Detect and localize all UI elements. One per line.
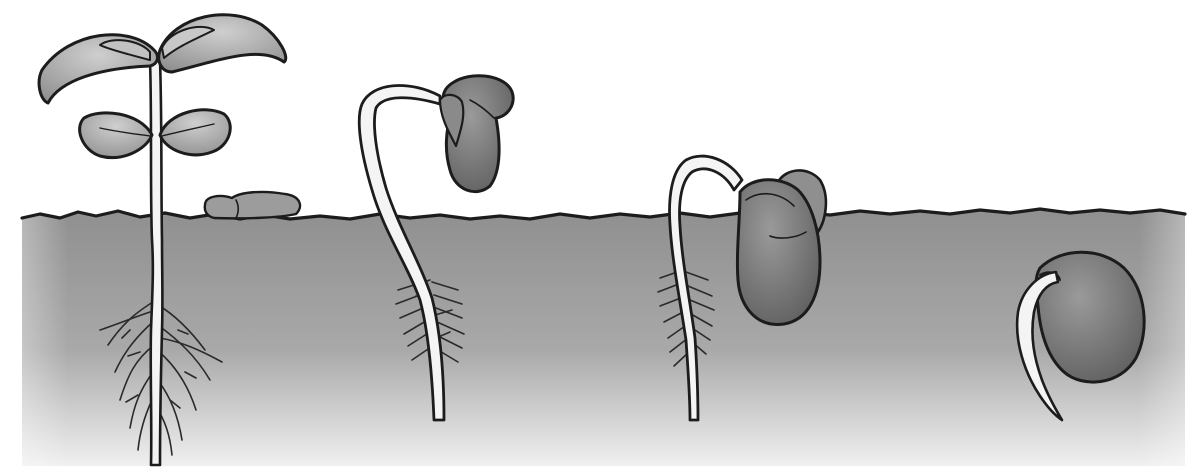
seedling-1-seed-coat — [205, 192, 300, 218]
seedling-1-stem — [150, 60, 162, 465]
seedling-1-lower-right-leaf — [160, 110, 230, 155]
soil — [22, 205, 1185, 467]
seedling-3-seed — [737, 170, 825, 324]
seedling-2-seed — [440, 76, 513, 192]
seedling-3-seed-body — [737, 180, 820, 325]
